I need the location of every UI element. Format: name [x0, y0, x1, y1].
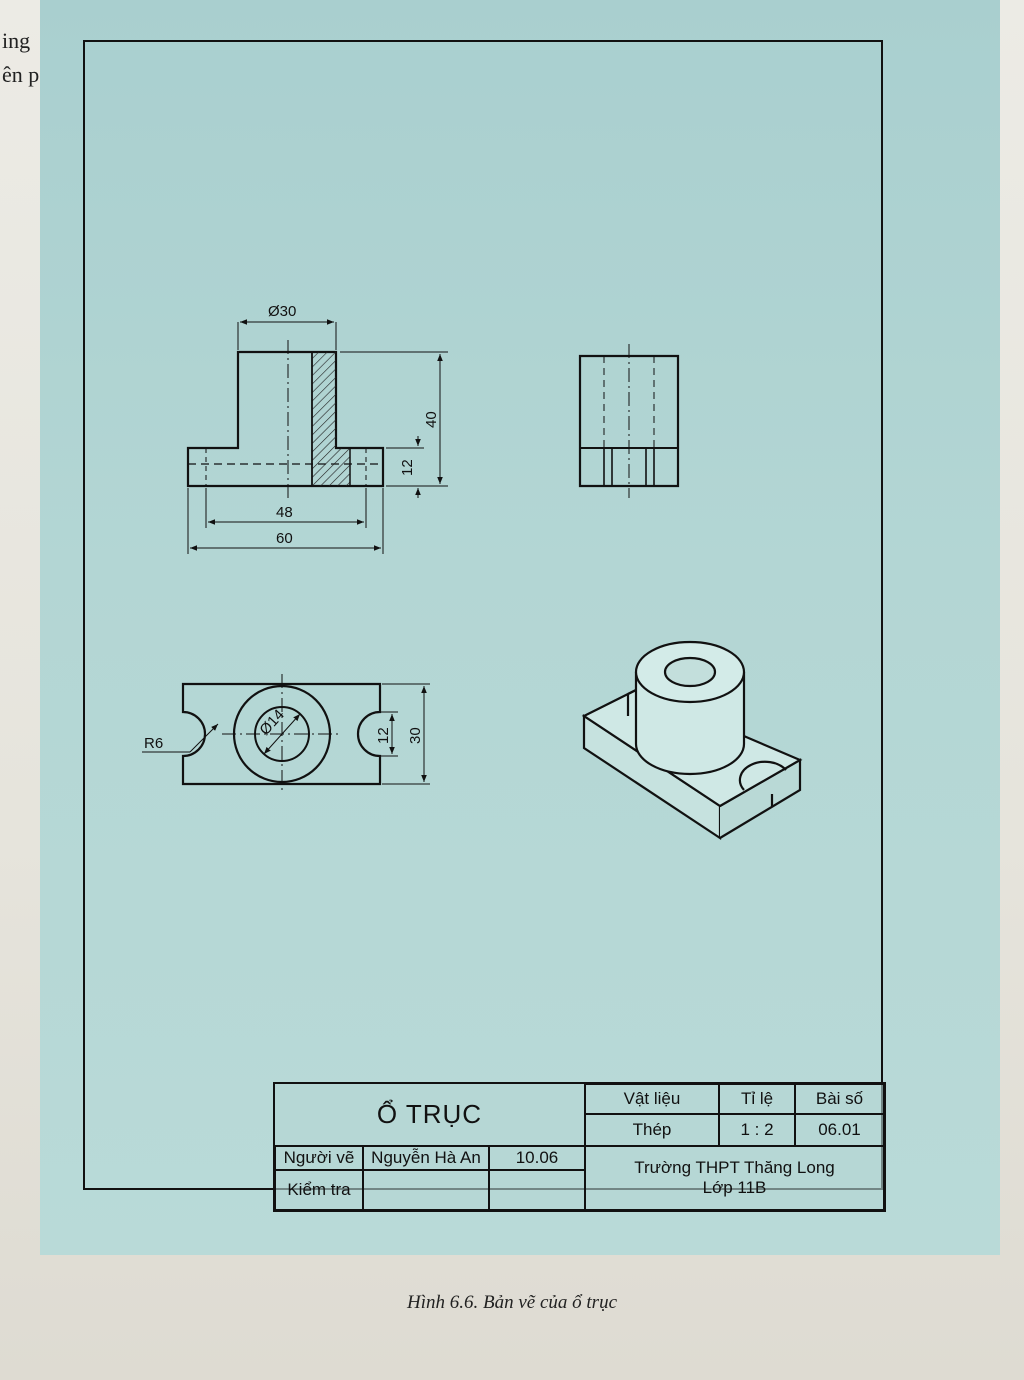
- material-label: Vật liệu: [585, 1084, 719, 1114]
- dim-slot-radius: R6: [144, 735, 163, 752]
- scale-value: 1 : 2: [719, 1114, 795, 1146]
- school-info: Trường THPT Thăng Long Lớp 11B: [585, 1146, 884, 1210]
- class-name: Lớp 11B: [702, 1178, 767, 1197]
- figure-caption: Hình 6.6. Bản vẽ của ổ trục: [406, 1292, 617, 1313]
- isometric-view: [581, 640, 803, 841]
- check-date: [489, 1170, 585, 1210]
- dim-top-diameter: Ø30: [268, 303, 296, 320]
- checker-label: Kiểm tra: [275, 1170, 363, 1210]
- dim-base-length: 60: [276, 530, 293, 547]
- tinted-sheet: [40, 0, 1000, 1255]
- checker-name: [363, 1170, 489, 1210]
- title-block: Ổ TRỤC Vật liệu Tỉ lệ Bài số Thép 1 : 2 …: [273, 1082, 886, 1212]
- drawer-name: Nguyễn Hà An: [363, 1146, 489, 1170]
- sheet-label: Bài số: [795, 1084, 884, 1114]
- drawer-label: Người vẽ: [275, 1146, 363, 1170]
- edge-text-1: ing: [2, 28, 31, 53]
- dim-base-width: 30: [407, 727, 424, 744]
- front-view: [186, 319, 448, 554]
- material-value: Thép: [585, 1114, 719, 1146]
- dim-slot-width: 12: [375, 727, 392, 744]
- draw-date: 10.06: [489, 1146, 585, 1170]
- side-view: [578, 344, 680, 498]
- school-name: Trường THPT Thăng Long: [634, 1158, 835, 1177]
- drawing-title: Ổ TRỤC: [275, 1084, 585, 1146]
- dim-height-total: 40: [423, 411, 440, 428]
- edge-text-2: ên p: [2, 62, 40, 87]
- dim-base-height: 12: [399, 459, 416, 476]
- dim-hole-spacing: 48: [276, 504, 293, 521]
- top-view: [142, 674, 430, 794]
- sheet-value: 06.01: [795, 1114, 884, 1146]
- scale-label: Tỉ lệ: [719, 1084, 795, 1114]
